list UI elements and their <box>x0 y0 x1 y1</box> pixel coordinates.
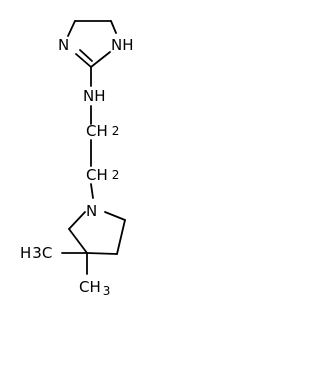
bond-c2-to-n <box>68 211 86 230</box>
atom-label-ch2-lower-main: CH <box>86 166 108 184</box>
atom-label-ch2-lower: CH 2 <box>86 166 119 184</box>
atom-label-ch2-upper: CH 2 <box>86 122 119 140</box>
bond-n-to-c5 <box>104 211 126 221</box>
bond-ring-right-upper <box>110 20 117 34</box>
atom-label-methyl-left-h: H <box>20 244 31 262</box>
atom-label-methyl-lower-subscript: 3 <box>103 284 111 298</box>
bond-ch2-to-n <box>90 183 94 199</box>
bond-c3-to-c2 <box>68 228 88 254</box>
gem-dimethyl <box>61 252 88 275</box>
bond-c5-to-c4 <box>116 219 126 255</box>
atom-label-ch2-upper-subscript: 2 <box>112 124 120 138</box>
bond-ring-right-lower <box>90 51 111 68</box>
linker-chain <box>90 66 94 199</box>
atom-label-methyl-left: H3C <box>20 244 52 262</box>
atom-label-methyl-lower-main: CH <box>79 278 101 296</box>
bond-ring-left-upper <box>67 20 76 37</box>
atom-label-methyl-left-suffix: 3C <box>32 244 52 262</box>
atom-label-ch2-lower-subscript: 2 <box>112 168 120 182</box>
bond-ring-left-lower <box>75 53 92 68</box>
atom-label-ch2-upper-main: CH <box>86 122 108 140</box>
atom-label-ring-n: N <box>58 36 69 54</box>
bond-c4-to-c3 <box>86 252 118 255</box>
pyrrolidine-ring <box>68 211 126 255</box>
atom-label-pyrrolidine-n: N <box>86 202 97 220</box>
bond-ring-left-lower-double <box>79 49 93 62</box>
atom-label-ring-nh: NH <box>111 36 134 54</box>
imidazoline-ring <box>67 20 117 68</box>
atom-label-amine-nh: NH <box>83 87 106 105</box>
